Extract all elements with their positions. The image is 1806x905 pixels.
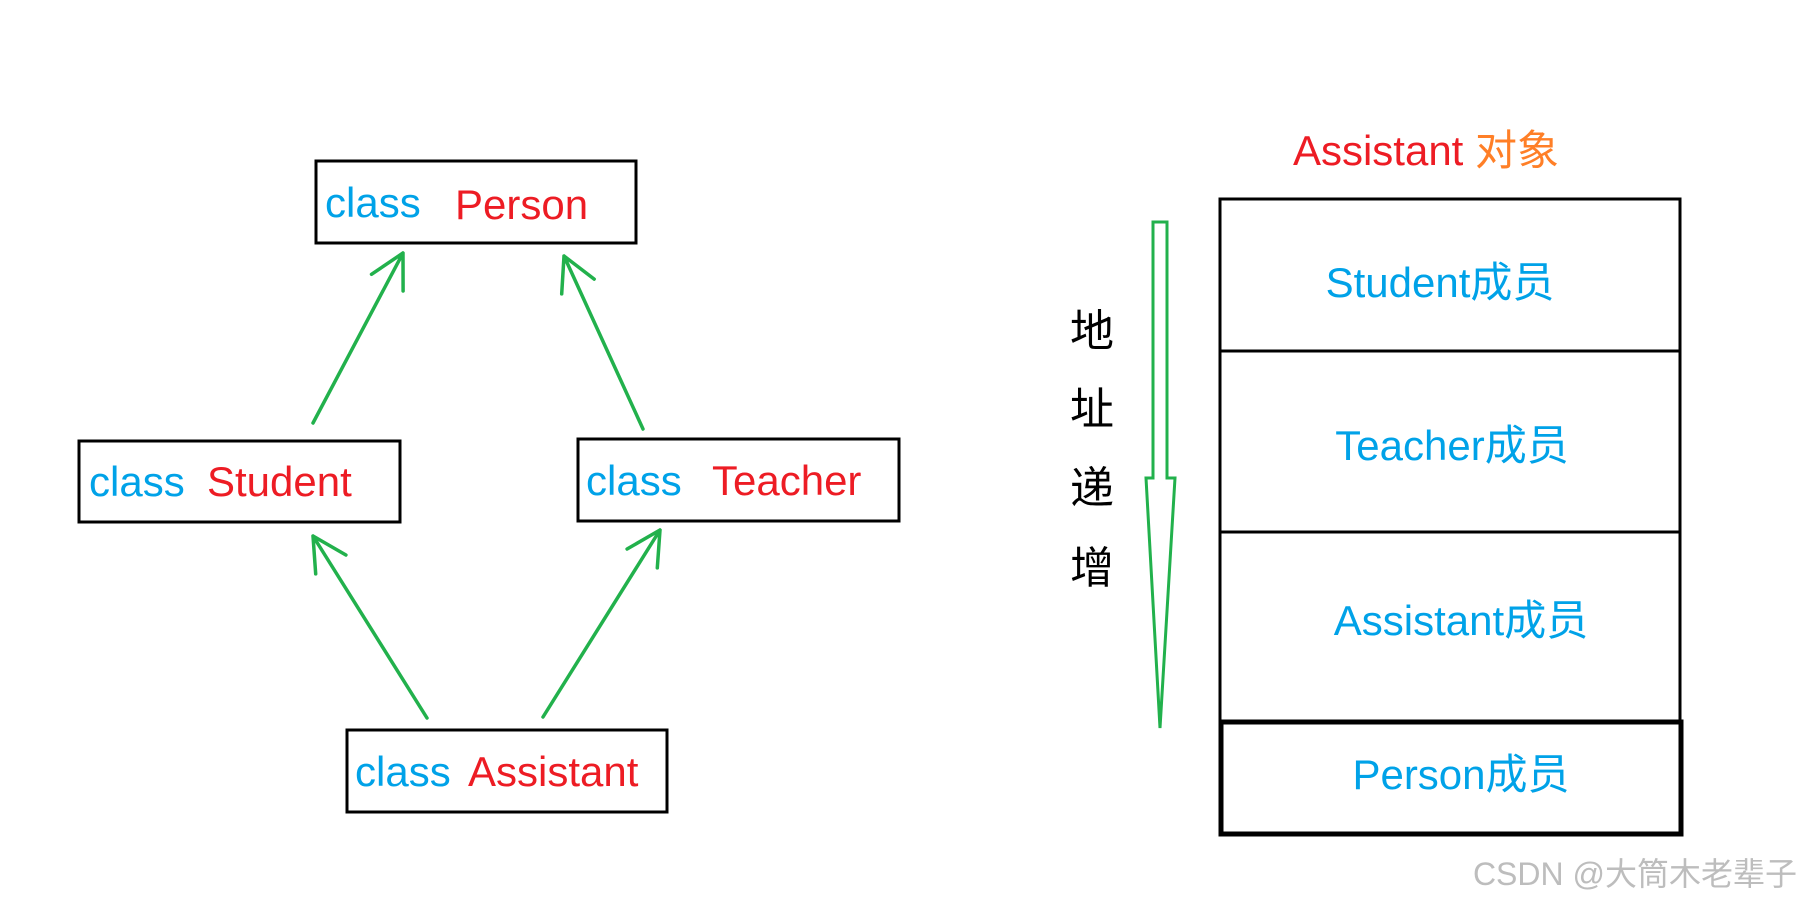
class-name-student: Student	[207, 458, 352, 505]
class-box-assistant: class Assistant	[345, 728, 669, 814]
address-label-char: 地	[1070, 307, 1114, 356]
section-student-members: Student成员	[1326, 259, 1555, 306]
watermark: CSDN @大筒木老辈子	[1473, 856, 1797, 892]
class-keyword: class	[89, 458, 185, 505]
class-name-person: Person	[455, 181, 588, 228]
class-name-assistant: Assistant	[468, 748, 639, 795]
memory-layout: Assistant 对象 地 址 递 增 Student成员 Teacher成员…	[1070, 127, 1684, 837]
inheritance-diagram: class Person class Student class Teacher…	[77, 159, 901, 814]
class-box-assistant-border	[345, 728, 669, 814]
class-box-person-border	[314, 159, 638, 245]
person-section-border	[1218, 719, 1684, 837]
class-box-teacher: class Teacher	[576, 437, 901, 523]
arrow-assistant-to-teacher	[541, 528, 662, 719]
class-keyword: class	[355, 748, 451, 795]
title-suffix: 对象	[1475, 127, 1559, 174]
arrow-teacher-to-person	[559, 254, 645, 431]
class-box-person: class Person	[314, 159, 638, 245]
class-name-teacher: Teacher	[712, 457, 861, 504]
object-block: Student成员 Teacher成员 Assistant成员 Person成员	[1218, 197, 1684, 837]
class-box-teacher-border	[576, 437, 901, 523]
class-keyword: class	[586, 457, 682, 504]
address-label-char: 址	[1070, 385, 1114, 434]
class-box-student-border	[77, 439, 402, 524]
class-box-student: class Student	[77, 439, 402, 524]
address-label-char: 递	[1070, 464, 1114, 513]
address-increase-arrow	[1144, 220, 1177, 729]
section-person-members: Person成员	[1352, 751, 1569, 798]
class-keyword: class	[325, 179, 421, 226]
address-label-char: 增	[1070, 544, 1114, 593]
section-assistant-members: Assistant成员	[1334, 597, 1588, 644]
memory-layout-title: Assistant 对象	[1293, 127, 1559, 174]
arrow-student-to-person	[311, 251, 405, 425]
section-teacher-members: Teacher成员	[1335, 422, 1568, 469]
address-increase-label: 地 址 递 增	[1070, 307, 1114, 593]
title-class-name: Assistant	[1293, 127, 1464, 174]
arrow-assistant-to-student	[311, 534, 429, 720]
